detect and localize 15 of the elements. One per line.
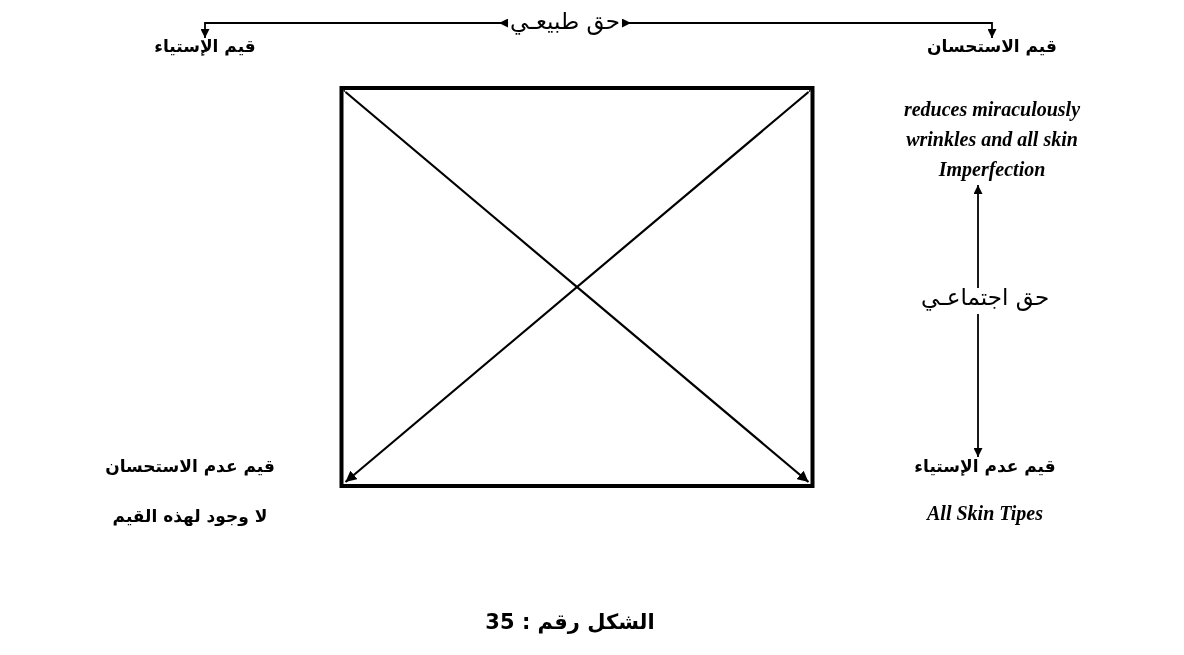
term-description: All Skin Tipes [925, 501, 1044, 527]
term-description: لا وجود لهذه القيم [111, 506, 269, 526]
term-label: قيم عدم الإستياء [914, 456, 1056, 476]
caption: الشكل رقم : 35 [485, 610, 655, 634]
arrow [621, 18, 997, 39]
term-description: reduces miraculously wrinkles and all skin Imperfection [902, 97, 1082, 183]
arrow [973, 313, 983, 458]
term-label: قيم الإستياء [154, 36, 256, 56]
term-label: قيم الاستحسان [926, 36, 1058, 56]
relation-label: حق طبيعـي [510, 8, 620, 34]
term-label: قيم عدم الاستحسان [105, 456, 275, 476]
square-drawing [339, 86, 815, 488]
relation-label: حق اجتماعـي [920, 284, 1050, 310]
arrow [973, 184, 983, 289]
arrow [200, 18, 509, 39]
